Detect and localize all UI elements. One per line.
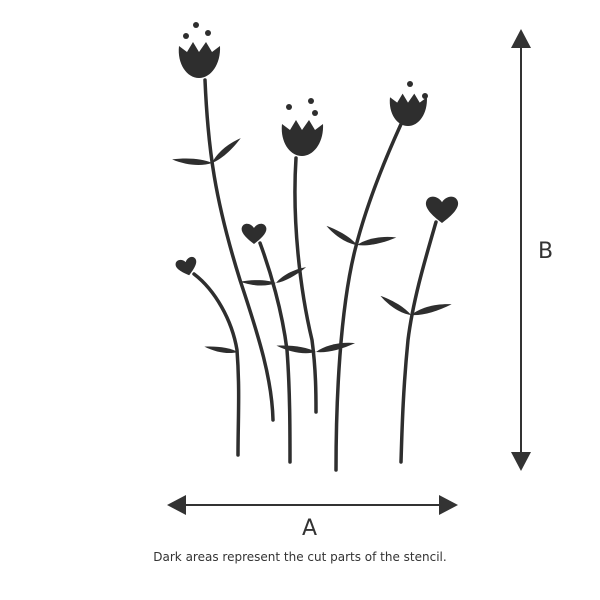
flower-right-tall — [325, 81, 428, 472]
flower-tall-left — [171, 22, 275, 422]
dimension-label-a: A — [302, 516, 318, 541]
caption: Dark areas represent the cut parts of th… — [153, 550, 447, 564]
dimension-arrow-b — [511, 29, 531, 471]
flower-heart-right — [379, 196, 459, 464]
dimension-arrow-a — [167, 495, 458, 515]
dimension-label-b: B — [538, 239, 554, 264]
flower-heart-left — [174, 255, 241, 457]
flower-heart-middle — [239, 223, 308, 464]
flower-center — [275, 98, 356, 414]
